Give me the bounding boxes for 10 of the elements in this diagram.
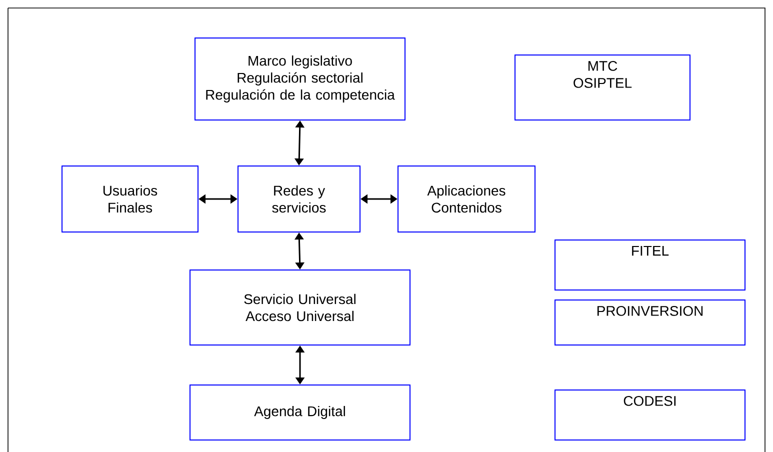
text-box: Aplicaciones Contenidos — [398, 166, 536, 232]
text-box: Redes y servicios — [238, 166, 360, 232]
text-box: FITEL — [554, 239, 746, 290]
text-box: MTC OSIPTEL — [514, 54, 690, 120]
text-box: Servicio Universal Acceso Universal — [190, 270, 410, 346]
text-box: CODESI — [554, 389, 746, 440]
text-box: Marco legislativo Regulación sectorial Regulación de la competencia — [194, 38, 406, 120]
text-box: Agenda Digital — [190, 384, 410, 440]
text-box: Usuarios Finales — [62, 166, 198, 232]
text-box: PROINVERSION — [554, 299, 746, 346]
